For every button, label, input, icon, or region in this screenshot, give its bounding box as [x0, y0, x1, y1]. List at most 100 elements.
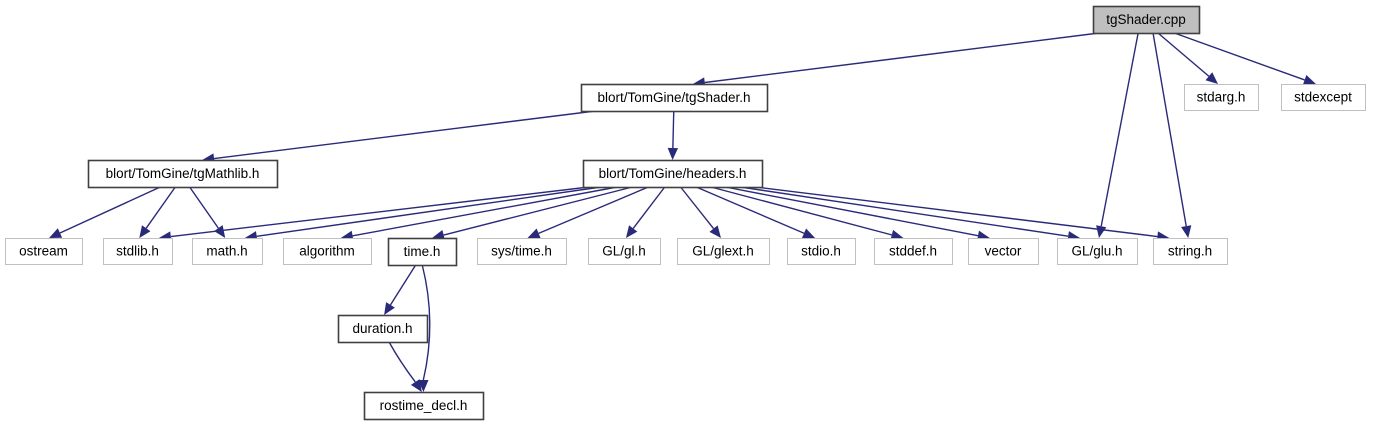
arrow-head-icon: [410, 379, 422, 392]
node-box[interactable]: [588, 238, 661, 265]
node-stdarg_h[interactable]: stdarg.hstdarg.h: [1184, 84, 1259, 111]
node-ostream[interactable]: ostreamostream: [5, 238, 83, 265]
node-box[interactable]: [874, 238, 953, 265]
node-algorithm[interactable]: algorithmalgorithm: [283, 238, 372, 265]
edge-shaft: [672, 110, 675, 149]
node-box[interactable]: [5, 238, 83, 265]
arrow-head-icon: [890, 229, 904, 240]
edge-shaft: [1174, 32, 1305, 81]
node-gl_glu_h[interactable]: GL/glu.hGL/glu.h: [1057, 238, 1138, 265]
edge-tgShader_cpp-to-stdexcept: [1174, 32, 1316, 85]
edge-shaft: [352, 186, 618, 237]
node-box[interactable]: [787, 238, 856, 265]
edge-tgShader_cpp-to-tgShader_h: [692, 32, 1100, 88]
node-box[interactable]: [192, 238, 263, 265]
node-label: stdexcept: [1294, 90, 1352, 105]
arrow-head-icon: [527, 228, 541, 239]
node-stdexcept[interactable]: stdexceptstdexcept: [1281, 84, 1366, 111]
arrow-head-icon: [49, 228, 63, 238]
edge-tgMathlib_h-to-stdlib_h: [139, 186, 176, 238]
edge-shaft: [680, 186, 715, 230]
node-tgShader_cpp[interactable]: tgShader.cpptgShader.cpp: [1092, 5, 1201, 35]
node-headers_h[interactable]: blort/TomGine/headers.hblort/TomGine/hea…: [582, 159, 764, 189]
edge-shaft: [170, 186, 590, 238]
node-box[interactable]: [283, 238, 372, 265]
edge-tgShader_cpp-to-string_h: [1152, 32, 1192, 238]
arrow-head-icon: [1302, 75, 1316, 85]
edge-shaft: [389, 264, 417, 306]
node-label: stdio.h: [801, 244, 841, 259]
node-label: stddef.h: [889, 244, 937, 259]
edge-headers_h-to-math_h: [244, 186, 602, 242]
node-box[interactable]: [387, 237, 458, 267]
edge-headers_h-to-gl_glu_h: [740, 186, 1081, 242]
edge-shaft: [695, 186, 805, 234]
arrow-head-icon: [625, 225, 638, 238]
node-label: vector: [985, 244, 1022, 259]
edge-shaft: [1152, 32, 1187, 227]
edge-shaft: [213, 110, 596, 160]
node-label: rostime_decl.h: [380, 398, 468, 413]
node-box[interactable]: [1092, 5, 1201, 35]
node-label: GL/glu.h: [1071, 244, 1122, 259]
node-time_h[interactable]: time.htime.h: [387, 237, 458, 267]
node-box[interactable]: [968, 238, 1039, 265]
node-gl_gl_h[interactable]: GL/gl.hGL/gl.h: [588, 238, 661, 265]
node-label: GL/glext.h: [692, 244, 754, 259]
edge-headers_h-to-time_h: [432, 186, 633, 241]
arrow-head-icon: [1096, 225, 1107, 238]
node-box[interactable]: [363, 391, 485, 421]
edge-shaft: [740, 186, 1069, 237]
node-box[interactable]: [677, 238, 770, 265]
arrow-head-icon: [1205, 72, 1218, 84]
node-label: time.h: [404, 244, 441, 259]
edge-shaft: [755, 186, 1158, 238]
node-vector[interactable]: vectorvector: [968, 238, 1039, 265]
edge-shaft: [704, 32, 1100, 84]
edge-shaft: [145, 186, 176, 229]
edge-shaft: [388, 341, 416, 383]
node-label: stdarg.h: [1197, 90, 1246, 105]
arrow-head-icon: [139, 225, 151, 238]
node-box[interactable]: [103, 238, 173, 265]
node-tgMathlib_h[interactable]: blort/TomGine/tgMathlib.hblort/TomGine/t…: [87, 159, 279, 189]
node-box[interactable]: [580, 83, 769, 113]
node-gl_glext_h[interactable]: GL/glext.hGL/glext.h: [677, 238, 770, 265]
edge-shaft: [632, 186, 666, 229]
node-box[interactable]: [87, 159, 279, 189]
edge-tgShader_h-to-tgMathlib_h: [202, 110, 596, 164]
node-label: blort/TomGine/headers.h: [599, 166, 747, 181]
node-label: string.h: [1168, 244, 1212, 259]
edge-time_h-to-rostime_decl_h: [418, 264, 431, 392]
node-label: duration.h: [352, 321, 412, 336]
edge-shaft: [443, 186, 633, 236]
node-box[interactable]: [1057, 238, 1138, 265]
node-box[interactable]: [1153, 238, 1228, 265]
edge-headers_h-to-gl_gl_h: [625, 186, 666, 238]
node-box[interactable]: [1281, 84, 1366, 111]
node-tgShader_h[interactable]: blort/TomGine/tgShader.hblort/TomGine/tg…: [580, 83, 769, 113]
edge-headers_h-to-algorithm: [340, 186, 618, 241]
arrow-head-icon: [709, 225, 721, 238]
edge-headers_h-to-stddef_h: [710, 186, 904, 240]
arrow-head-icon: [667, 147, 679, 160]
node-box[interactable]: [1184, 84, 1259, 111]
arrow-head-icon: [432, 230, 445, 241]
node-box[interactable]: [337, 314, 429, 344]
nodes-layer: tgShader.cpptgShader.cpp stdarg.hstdarg.h…: [5, 5, 1366, 421]
arrow-head-icon: [418, 379, 429, 392]
edge-shaft: [256, 186, 602, 237]
node-stdlib_h[interactable]: stdlib.hstdlib.h: [103, 238, 173, 265]
node-box[interactable]: [477, 238, 567, 265]
edges-layer: [49, 32, 1316, 392]
edge-shaft: [710, 186, 892, 236]
node-box[interactable]: [582, 159, 764, 189]
